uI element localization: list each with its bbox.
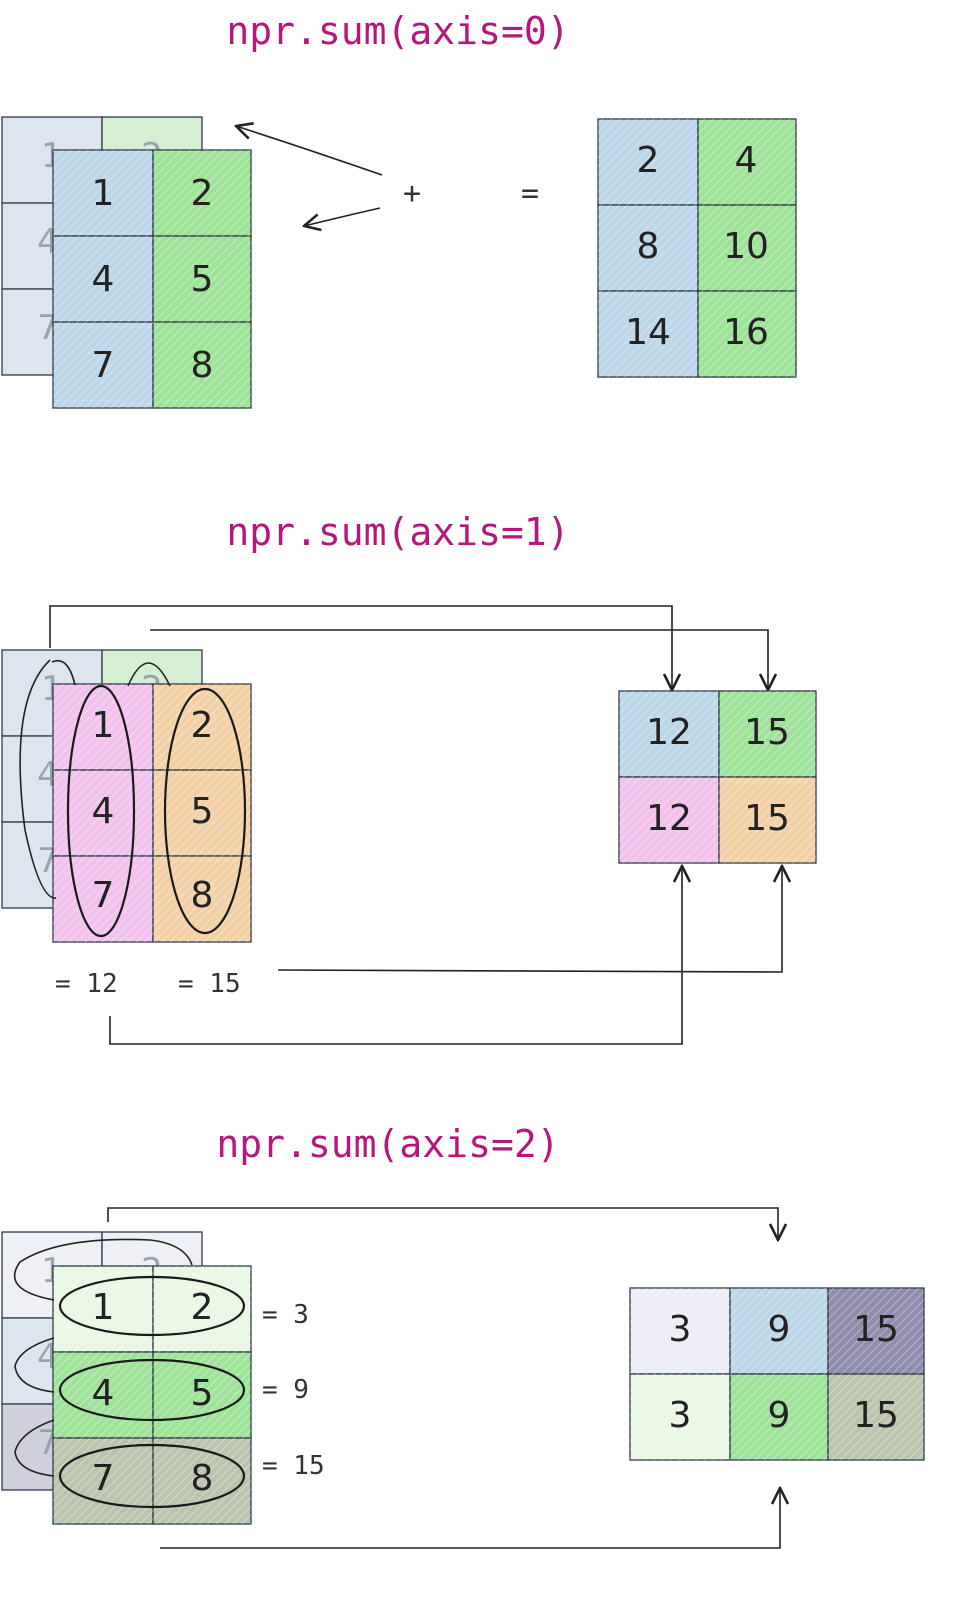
- input-array-front: 1 2 4 5 7 8: [52, 149, 252, 409]
- back-layer-ellipse: [14, 1419, 55, 1477]
- connector-back-rows: [107, 1207, 778, 1240]
- cell-value: 5: [191, 791, 214, 832]
- cell-value: 5: [191, 1373, 214, 1414]
- result-array-axis-0: 2 4 8 10 14 16: [597, 118, 797, 378]
- row-ellipse: [58, 1443, 246, 1509]
- back-layer-ellipse: [51, 660, 76, 686]
- result-value: 15: [744, 798, 790, 839]
- result-value: 12: [646, 712, 692, 753]
- panel-axis-0: npr.sum(axis=0) 1 2 4 7 1 2 4 5 7 8: [1, 9, 797, 409]
- panel-axis-1: npr.sum(axis=1) 1 2 4 7 1 2 4 5 7 8: [1, 510, 817, 1045]
- result-value: 9: [768, 1395, 791, 1436]
- result-value: 4: [735, 140, 758, 181]
- hatch-overlay: [53, 1266, 251, 1524]
- equals-operator: =: [521, 176, 539, 211]
- row-sum-label: = 9: [262, 1375, 309, 1405]
- hatch-overlay: [598, 119, 796, 377]
- result-value: 12: [646, 798, 692, 839]
- arrow-to-back-layer: [236, 126, 383, 176]
- column-sum-label: = 15: [178, 969, 241, 999]
- result-value: 2: [637, 140, 660, 181]
- cell-value: 2: [191, 1287, 214, 1328]
- row-sum-label: = 15: [262, 1451, 325, 1481]
- result-value: 10: [723, 226, 769, 267]
- panel-title-axis-1: npr.sum(axis=1): [226, 510, 569, 554]
- cell-value: 2: [191, 173, 214, 214]
- result-value: 3: [669, 1309, 692, 1350]
- cell-value: 7: [92, 875, 115, 916]
- cell-value: 7: [92, 345, 115, 386]
- row-ellipse: [58, 1358, 246, 1422]
- cell-value: 5: [191, 259, 214, 300]
- result-value: 3: [669, 1395, 692, 1436]
- back-layer-ellipse: [14, 1337, 55, 1393]
- cell-value: 4: [92, 791, 115, 832]
- hatch-overlay: [53, 150, 251, 408]
- cell-value: 4: [92, 1373, 115, 1414]
- panel-axis-2: npr.sum(axis=2) 1 2 4 7 1 2 4 5 7 8: [1, 1122, 925, 1549]
- column-ellipse: [163, 687, 247, 935]
- result-value: 15: [853, 1395, 899, 1436]
- hatch-overlay: [53, 684, 251, 942]
- cell-value: 8: [191, 875, 214, 916]
- input-array-front: 1 2 4 5 7 8: [52, 1265, 252, 1525]
- hatch-overlay: [619, 691, 816, 863]
- back-layer-ellipse: [13, 1238, 193, 1301]
- column-ellipse: [66, 684, 136, 938]
- cell-value: 1: [92, 705, 115, 746]
- result-array-axis-1: 12 15 12 15: [618, 690, 817, 864]
- cell-value: 1: [92, 173, 115, 214]
- cell-value: 1: [92, 1287, 115, 1328]
- back-layer-ellipse: [127, 662, 171, 687]
- back-layer-ellipse: [19, 659, 57, 899]
- panel-title-axis-0: npr.sum(axis=0): [226, 9, 569, 53]
- result-value: 8: [637, 226, 660, 267]
- plus-operator: +: [403, 176, 421, 211]
- result-value: 16: [723, 312, 769, 353]
- connector-front-rows: [160, 1488, 780, 1549]
- connector-front-col2: [277, 866, 782, 973]
- row-ellipse: [58, 1275, 246, 1337]
- row-sum-label: = 3: [262, 1300, 309, 1330]
- connector-back-col2: [150, 629, 768, 690]
- cell-value: 2: [191, 705, 214, 746]
- column-sum-label: = 12: [55, 969, 118, 999]
- cell-value: 4: [92, 259, 115, 300]
- panel-title-axis-2: npr.sum(axis=2): [216, 1122, 559, 1166]
- cell-value: 8: [191, 1458, 214, 1499]
- result-value: 9: [768, 1309, 791, 1350]
- input-array-front: 1 2 4 5 7 8: [52, 683, 252, 943]
- hatch-overlay: [630, 1288, 924, 1460]
- arrow-to-front-layer: [304, 207, 381, 226]
- connector-front-col1: [109, 866, 682, 1045]
- result-value: 15: [744, 712, 790, 753]
- connector-back-col1: [49, 605, 672, 690]
- cell-value: 8: [191, 345, 214, 386]
- result-value: 15: [853, 1309, 899, 1350]
- result-array-axis-2: 3 9 15 3 9 15: [629, 1287, 925, 1461]
- result-value: 14: [625, 312, 671, 353]
- cell-value: 7: [92, 1458, 115, 1499]
